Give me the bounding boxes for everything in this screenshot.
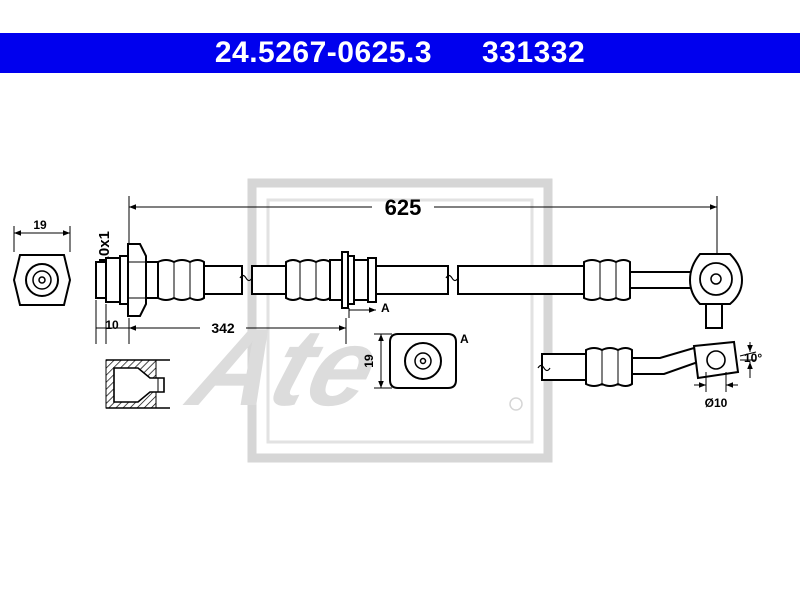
eye-diameter-dimension bbox=[694, 372, 738, 392]
angled-fitting-detail bbox=[541, 340, 740, 387]
end-offset-label: 10 bbox=[105, 318, 119, 332]
overall-length-label: 625 bbox=[385, 195, 422, 220]
section-view-label: A bbox=[460, 332, 469, 346]
section-a-view bbox=[374, 333, 457, 389]
reference-number: 331332 bbox=[482, 36, 586, 69]
end-view bbox=[12, 226, 72, 306]
watermark-text: Ate bbox=[174, 306, 394, 429]
fitting-length-label: 342 bbox=[211, 320, 235, 336]
part-number: 24.5267-0625.3 bbox=[214, 36, 433, 69]
angle-label: 10° bbox=[744, 351, 762, 365]
bottom-dimensions bbox=[95, 300, 347, 344]
thread-section-detail bbox=[105, 359, 170, 409]
eye-diameter-label: Ø10 bbox=[705, 396, 728, 410]
break-marks bbox=[239, 274, 459, 282]
break-mark-detail bbox=[537, 364, 551, 372]
watermark-logo: Ate bbox=[174, 178, 553, 463]
title-bar: 24.5267-0625.3 331332 bbox=[0, 33, 800, 73]
hose-assembly bbox=[95, 243, 744, 329]
section-marker-label: A bbox=[381, 301, 390, 315]
angle-dimension bbox=[739, 342, 757, 378]
end-width-label: 19 bbox=[33, 218, 47, 232]
overall-length-dimension bbox=[128, 196, 718, 254]
section-height-label: 19 bbox=[362, 354, 376, 368]
section-marker bbox=[348, 307, 376, 318]
